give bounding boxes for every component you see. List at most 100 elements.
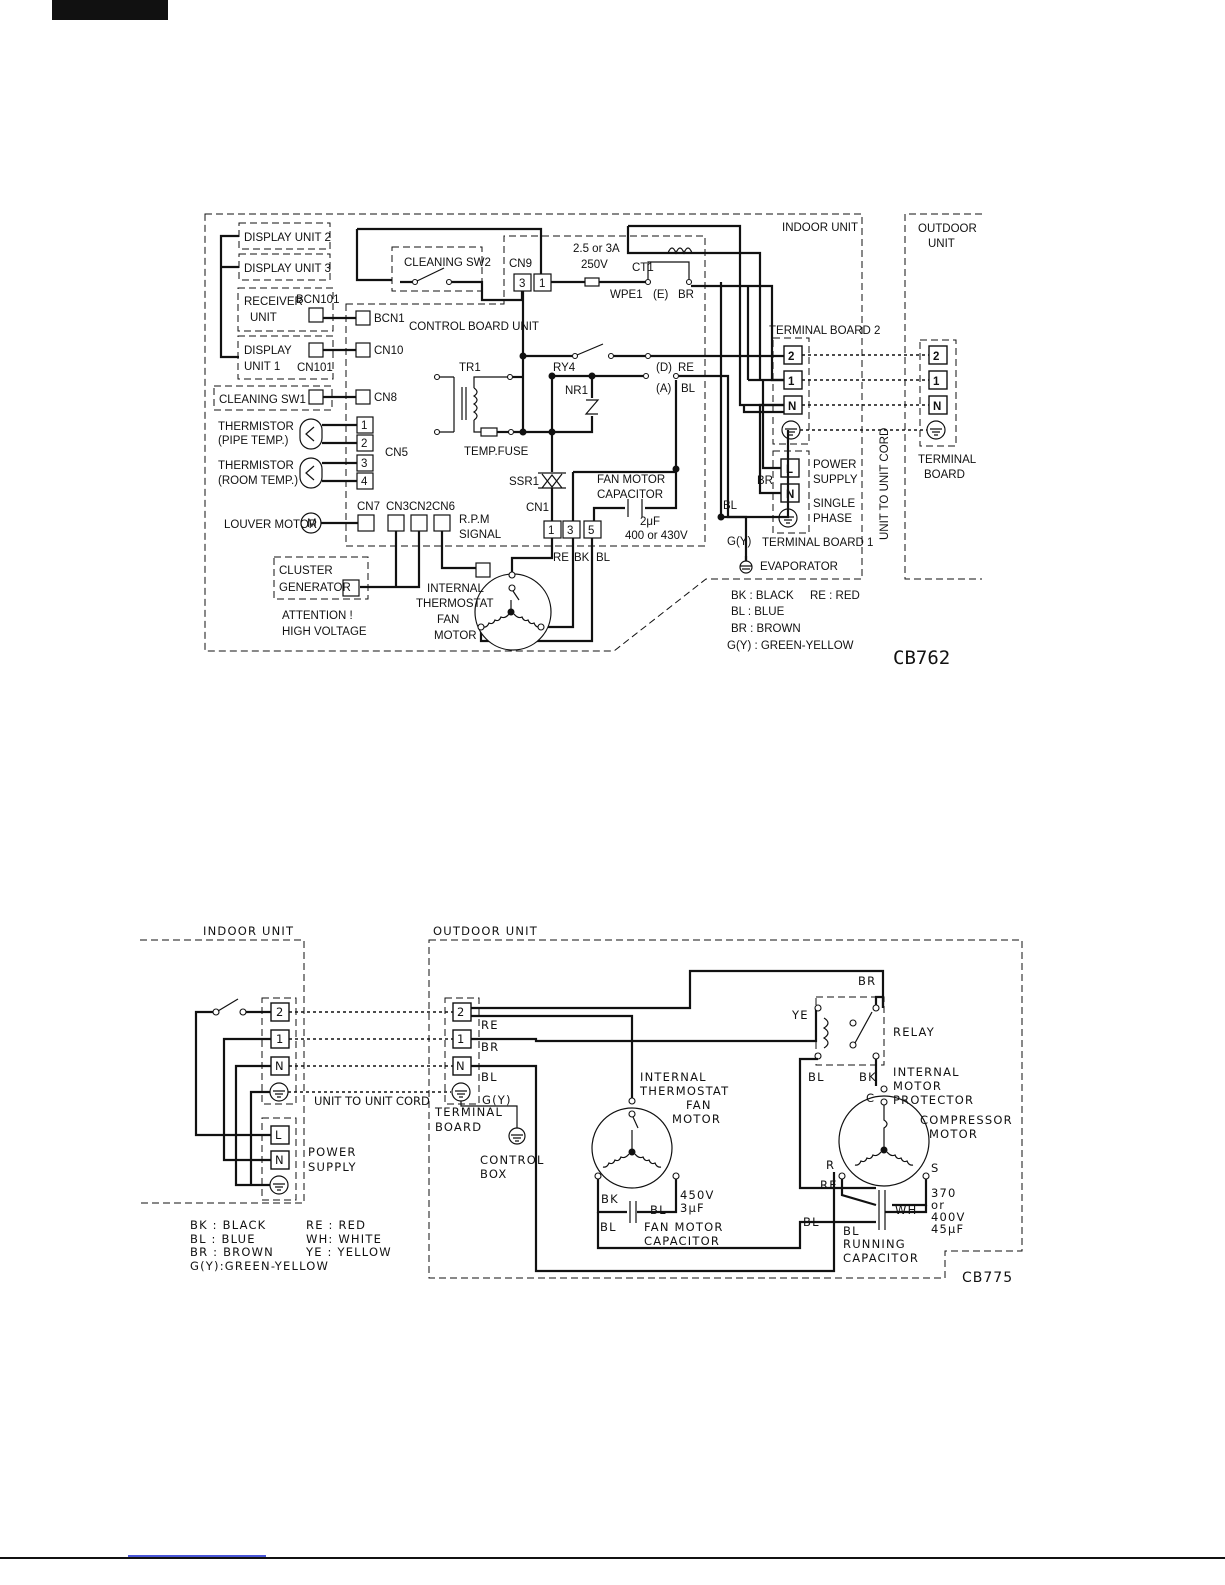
cn3-label: CN3 bbox=[386, 501, 409, 513]
receiver-unit-label-2: UNIT bbox=[250, 312, 277, 324]
cleaning-sw2-label: CLEANING SW2 bbox=[404, 257, 491, 269]
bk-label-1: BK bbox=[574, 552, 590, 564]
nr1-label: NR1 bbox=[565, 385, 588, 397]
imp-label-1: INTERNAL bbox=[893, 1065, 960, 1079]
cap-value-1: 2μF bbox=[640, 516, 660, 528]
compressor-c-label: C bbox=[866, 1091, 875, 1105]
running-cap-label-2: CAPACITOR bbox=[843, 1251, 919, 1265]
terminal-board-label-2a: TERMINAL bbox=[434, 1105, 503, 1119]
relay-bl-label: BL bbox=[808, 1070, 825, 1084]
wire-re-label: RE bbox=[481, 1018, 499, 1032]
fuse-rating-1: 2.5 or 3A bbox=[573, 243, 620, 255]
terminal-board-label-2b: BOARD bbox=[435, 1120, 482, 1134]
terminal-board-2-frame bbox=[772, 337, 810, 445]
legend2-re: RE : RED bbox=[306, 1218, 366, 1232]
legend-bl: BL : BLUE bbox=[731, 606, 785, 618]
outdoor-unit-boundary-2 bbox=[428, 939, 1023, 1279]
power-supply-label-2: SUPPLY bbox=[813, 474, 858, 486]
cn1-pin-5: 5 bbox=[588, 525, 594, 537]
fan-cap-bk-label: BK bbox=[601, 1192, 619, 1206]
outdoor-terminal-frame-2 bbox=[444, 997, 480, 1105]
fan-cap-value-1: 450V bbox=[680, 1188, 715, 1202]
cluster-generator-label-2: GENERATOR bbox=[279, 582, 351, 594]
re-label-2: RE bbox=[553, 552, 569, 564]
imp-label-2: MOTOR bbox=[893, 1079, 942, 1093]
in-terminal-n: N bbox=[275, 1059, 285, 1073]
terminal-board-1-label: TERMINAL BOARD 1 bbox=[762, 537, 873, 549]
bcn1-label: BCN1 bbox=[374, 313, 405, 325]
outdoor-unit-boundary bbox=[904, 213, 982, 580]
fan-cap-bl-label: BL bbox=[650, 1203, 667, 1217]
ssr1-label: SSR1 bbox=[509, 476, 539, 488]
compressor-re-label: RE bbox=[820, 1178, 838, 1192]
control-box-label-1: CONTROL bbox=[480, 1153, 545, 1167]
legend2-wh: WH: WHITE bbox=[306, 1232, 382, 1246]
cn5-pin-2: 2 bbox=[361, 438, 367, 450]
tr1-label: TR1 bbox=[459, 362, 481, 374]
br-label-2: BR bbox=[757, 475, 773, 487]
cn1-pin-1: 1 bbox=[548, 525, 554, 537]
footer-link-underline[interactable] bbox=[128, 1555, 266, 1557]
cluster-generator-frame bbox=[273, 556, 369, 600]
fan-motor-label-2: MOTOR bbox=[434, 630, 477, 642]
legend-re: RE : RED bbox=[810, 590, 860, 602]
a-label: (A) bbox=[656, 383, 672, 395]
outdoor-unit-label-1: OUTDOOR bbox=[918, 223, 977, 235]
out-terminal-n: N bbox=[456, 1059, 466, 1073]
cn9-pin-3: 3 bbox=[519, 278, 525, 290]
compressor-r-label: R bbox=[826, 1158, 835, 1172]
cn5-pin-4: 4 bbox=[361, 476, 368, 488]
cn101-label: CN101 bbox=[297, 362, 333, 374]
bl-label-2: BL bbox=[596, 552, 611, 564]
cn1-label: CN1 bbox=[526, 502, 549, 514]
power-supply-label-2b: SUPPLY bbox=[308, 1160, 357, 1174]
tb1-terminal-n: N bbox=[786, 489, 794, 501]
display-unit-1-label-2: UNIT 1 bbox=[244, 361, 280, 373]
fan-cap-value-2: 3μF bbox=[680, 1201, 705, 1215]
motor-m-label: M bbox=[307, 518, 317, 530]
outdoor-unit-label-2: UNIT bbox=[928, 238, 955, 250]
fan-motor-label-1: FAN bbox=[437, 614, 459, 626]
diagram-code-cb762: CB762 bbox=[893, 647, 950, 669]
cn6-label: CN6 bbox=[432, 501, 455, 513]
control-board-unit-label: CONTROL BOARD UNIT bbox=[409, 321, 539, 333]
single-phase-label-1: SINGLE bbox=[813, 498, 856, 510]
bl-label-3: BL bbox=[723, 500, 738, 512]
cn8-label: CN8 bbox=[374, 392, 397, 404]
out-terminal-2: 2 bbox=[457, 1005, 466, 1019]
run-cap-value-3: 400V bbox=[931, 1210, 966, 1224]
cn1-pin-3: 3 bbox=[567, 525, 573, 537]
attention-label-2: HIGH VOLTAGE bbox=[282, 626, 367, 638]
br-label-1: BR bbox=[678, 289, 694, 301]
wpe1-label: WPE1 bbox=[610, 289, 643, 301]
power-supply-label-2a: POWER bbox=[308, 1145, 357, 1159]
bcn101-label: BCN101 bbox=[296, 294, 339, 306]
legend-bk: BK : BLACK bbox=[731, 590, 794, 602]
attention-label-1: ATTENTION ! bbox=[282, 610, 353, 622]
run-cap-bl-label-1: BL bbox=[803, 1215, 820, 1229]
header-bar bbox=[52, 0, 168, 20]
internal-thermostat-label-2: THERMOSTAT bbox=[416, 598, 494, 610]
in-terminal-2: 2 bbox=[276, 1005, 285, 1019]
fan-motor-cap-label-2: CAPACITOR bbox=[644, 1234, 720, 1248]
legend2-bl: BL : BLUE bbox=[190, 1232, 256, 1246]
d-label: (D) bbox=[656, 362, 672, 374]
control-box-label-2: BOX bbox=[480, 1167, 507, 1181]
cn7-label: CN7 bbox=[357, 501, 380, 513]
thermistor-pipe-label-1: THERMISTOR bbox=[218, 421, 294, 433]
evaporator-label: EVAPORATOR bbox=[760, 561, 838, 573]
power-supply-label-1: POWER bbox=[813, 459, 856, 471]
cn2-label: CN2 bbox=[409, 501, 432, 513]
imp-label-3: PROTECTOR bbox=[893, 1093, 974, 1107]
cleaning-sw2-frame bbox=[391, 246, 483, 292]
internal-label: INTERNAL bbox=[640, 1070, 707, 1084]
outdoor-terminal-n: N bbox=[933, 401, 941, 413]
control-board-boundary bbox=[345, 235, 706, 547]
e-label: (E) bbox=[653, 289, 669, 301]
run-cap-value-2: or bbox=[931, 1198, 945, 1212]
relay-bk-label: BK bbox=[859, 1070, 877, 1084]
legend2-gy: G(Y):GREEN-YELLOW bbox=[190, 1259, 329, 1273]
cleaning-sw1-label: CLEANING SW1 bbox=[219, 394, 306, 406]
in-terminal-1: 1 bbox=[276, 1032, 285, 1046]
